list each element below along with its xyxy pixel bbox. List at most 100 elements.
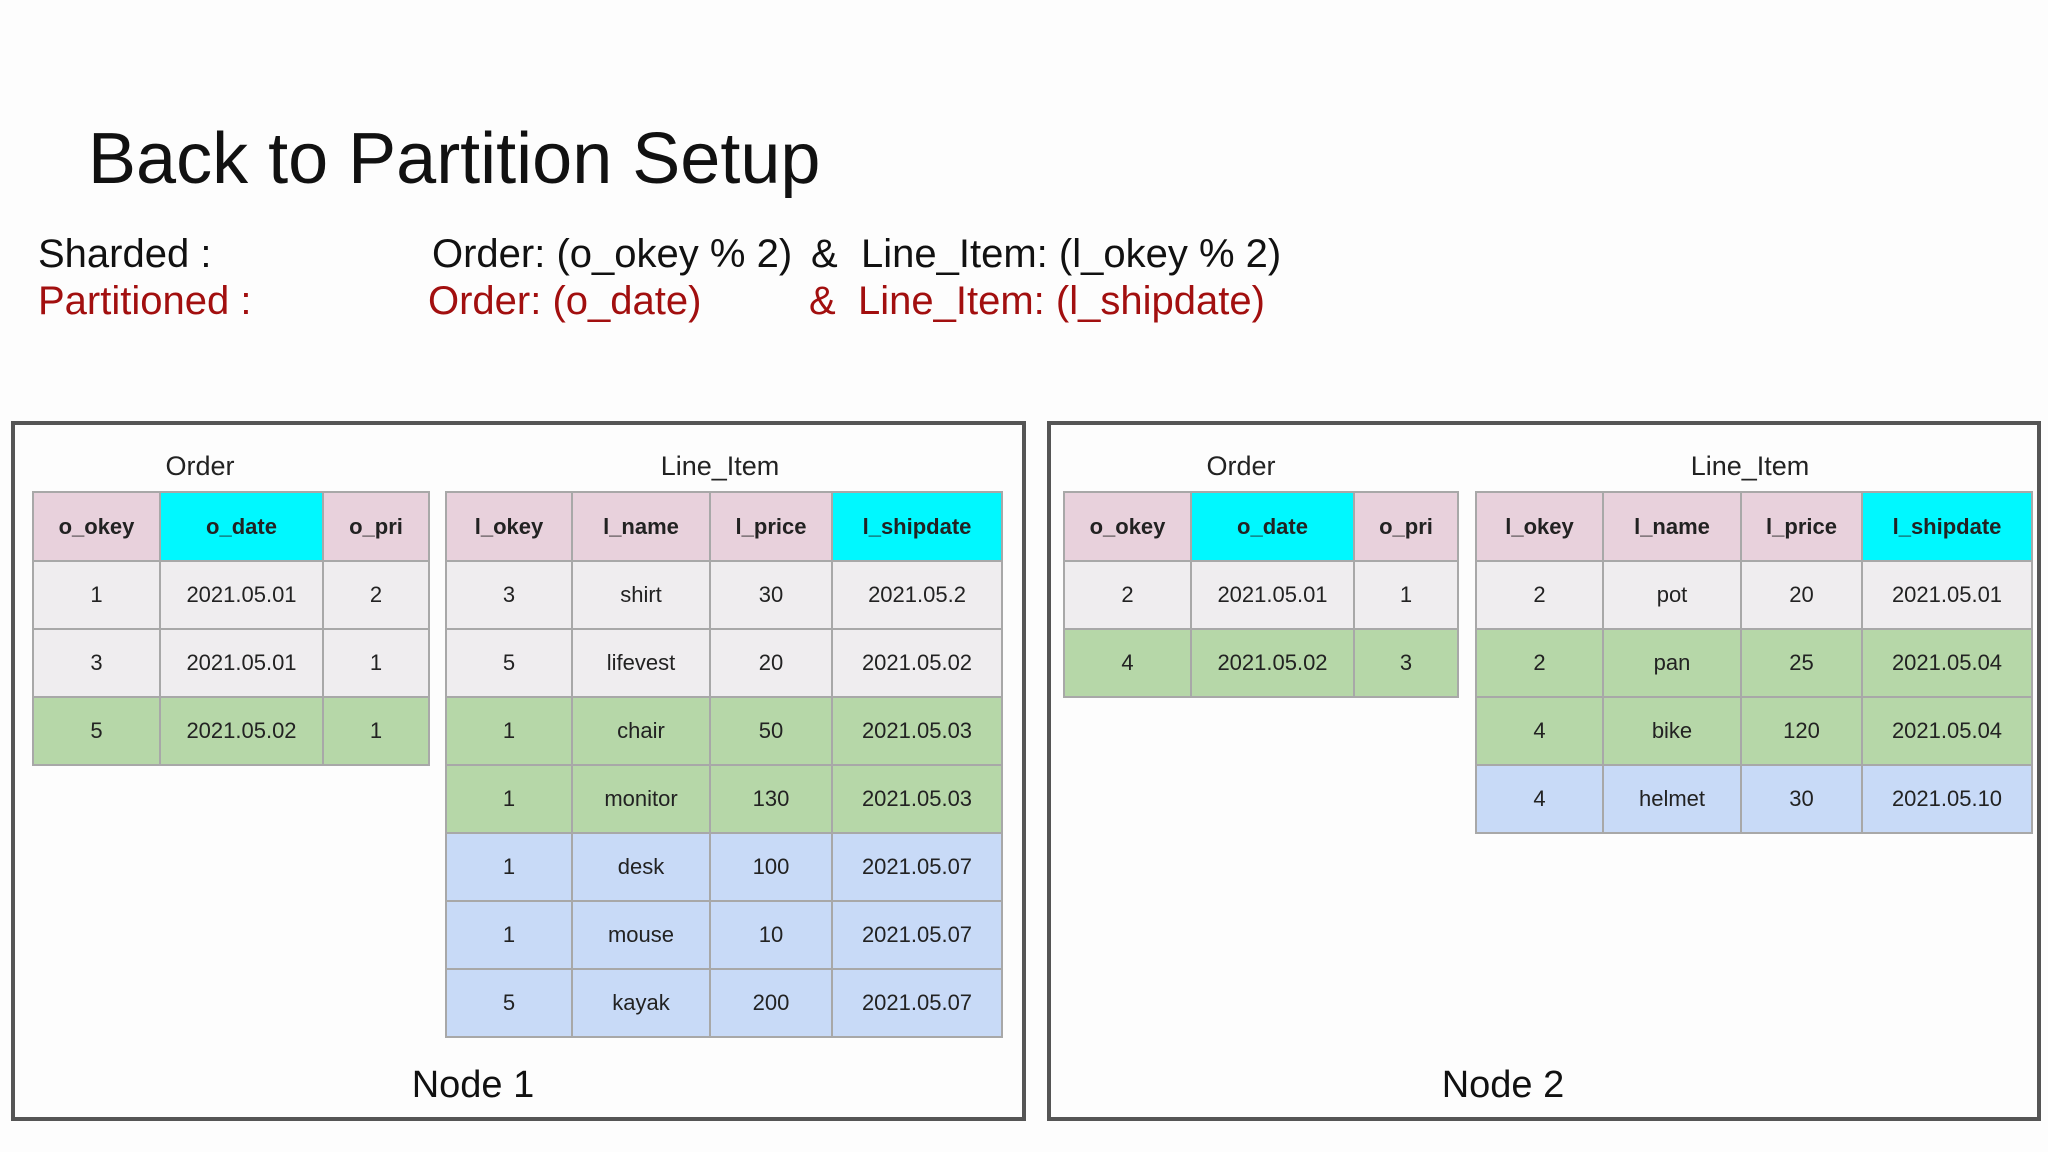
table-cell-l-shipdate: 2021.05.2: [831, 560, 1003, 630]
table-cell-o-pri: 1: [1353, 560, 1459, 630]
table-cell-o-date: 2021.05.01: [1190, 560, 1355, 630]
table-cell-l-okey: 4: [1475, 696, 1604, 766]
table-cell-l-name: chair: [571, 696, 711, 766]
table-cell-l-okey: 2: [1475, 560, 1604, 630]
table-cell-l-name: shirt: [571, 560, 711, 630]
table-cell-l-name: pot: [1602, 560, 1742, 630]
table-cell-l-price: 20: [1740, 560, 1863, 630]
line-item-caption: Line_Item: [1690, 451, 1810, 481]
table-cell-l-price: 120: [1740, 696, 1863, 766]
table-cell-l-name: helmet: [1602, 764, 1742, 834]
partitioned-amp: &: [809, 279, 836, 323]
line-item-caption: Line_Item: [660, 451, 780, 481]
column-header-l-shipdate: l_shipdate: [831, 491, 1003, 562]
table-cell-l-price: 200: [709, 968, 833, 1038]
partitioned-order: Order: (o_date): [428, 279, 702, 323]
table-cell-l-name: pan: [1602, 628, 1742, 698]
column-header-l-okey: l_okey: [1475, 491, 1604, 562]
column-header-o-pri: o_pri: [322, 491, 430, 562]
column-header-o-okey: o_okey: [32, 491, 161, 562]
table-cell-l-okey: 3: [445, 560, 573, 630]
table-cell-l-price: 100: [709, 832, 833, 902]
order-caption: Order: [1206, 451, 1276, 481]
table-cell-l-shipdate: 2021.05.01: [1861, 560, 2033, 630]
table-cell-l-shipdate: 2021.05.07: [831, 900, 1003, 970]
partitioned-line-item: Line_Item: (l_shipdate): [858, 279, 1265, 323]
slide-title: Back to Partition Setup: [88, 119, 821, 199]
table-cell-o-pri: 2: [322, 560, 430, 630]
table-cell-l-shipdate: 2021.05.03: [831, 696, 1003, 766]
table-cell-l-okey: 2: [1475, 628, 1604, 698]
column-header-l-price: l_price: [709, 491, 833, 562]
table-cell-l-price: 10: [709, 900, 833, 970]
table-cell-l-shipdate: 2021.05.02: [831, 628, 1003, 698]
table-cell-l-name: lifevest: [571, 628, 711, 698]
sharded-label: Sharded :: [38, 232, 212, 276]
table-cell-l-shipdate: 2021.05.04: [1861, 696, 2033, 766]
table-cell-l-price: 30: [1740, 764, 1863, 834]
table-cell-l-name: kayak: [571, 968, 711, 1038]
table-cell-l-okey: 1: [445, 696, 573, 766]
table-cell-l-price: 25: [1740, 628, 1863, 698]
table-cell-l-okey: 1: [445, 832, 573, 902]
table-cell-l-price: 50: [709, 696, 833, 766]
table-cell-l-shipdate: 2021.05.07: [831, 968, 1003, 1038]
column-header-l-price: l_price: [1740, 491, 1863, 562]
column-header-l-name: l_name: [571, 491, 711, 562]
table-cell-l-shipdate: 2021.05.04: [1861, 628, 2033, 698]
table-cell-l-shipdate: 2021.05.03: [831, 764, 1003, 834]
table-cell-l-okey: 1: [445, 764, 573, 834]
column-header-l-name: l_name: [1602, 491, 1742, 562]
sharded-amp: &: [811, 232, 838, 276]
column-header-o-okey: o_okey: [1063, 491, 1192, 562]
table-cell-o-okey: 1: [32, 560, 161, 630]
column-header-o-date: o_date: [1190, 491, 1355, 562]
partitioned-label: Partitioned :: [38, 279, 252, 323]
table-cell-o-date: 2021.05.01: [159, 560, 324, 630]
table-cell-l-price: 30: [709, 560, 833, 630]
node-1-label: Node 1: [411, 1064, 535, 1106]
column-header-l-okey: l_okey: [445, 491, 573, 562]
table-cell-l-price: 20: [709, 628, 833, 698]
table-cell-l-okey: 4: [1475, 764, 1604, 834]
column-header-l-shipdate: l_shipdate: [1861, 491, 2033, 562]
table-cell-l-okey: 1: [445, 900, 573, 970]
order-caption: Order: [165, 451, 235, 481]
table-cell-l-name: mouse: [571, 900, 711, 970]
table-cell-l-name: monitor: [571, 764, 711, 834]
table-cell-o-date: 2021.05.01: [159, 628, 324, 698]
table-cell-l-shipdate: 2021.05.07: [831, 832, 1003, 902]
table-cell-o-okey: 2: [1063, 560, 1192, 630]
table-cell-o-okey: 5: [32, 696, 161, 766]
table-cell-l-shipdate: 2021.05.10: [1861, 764, 2033, 834]
table-cell-l-okey: 5: [445, 968, 573, 1038]
column-header-o-pri: o_pri: [1353, 491, 1459, 562]
sharded-line-item: Line_Item: (l_okey % 2): [861, 232, 1282, 276]
table-cell-l-name: bike: [1602, 696, 1742, 766]
table-cell-o-pri: 3: [1353, 628, 1459, 698]
